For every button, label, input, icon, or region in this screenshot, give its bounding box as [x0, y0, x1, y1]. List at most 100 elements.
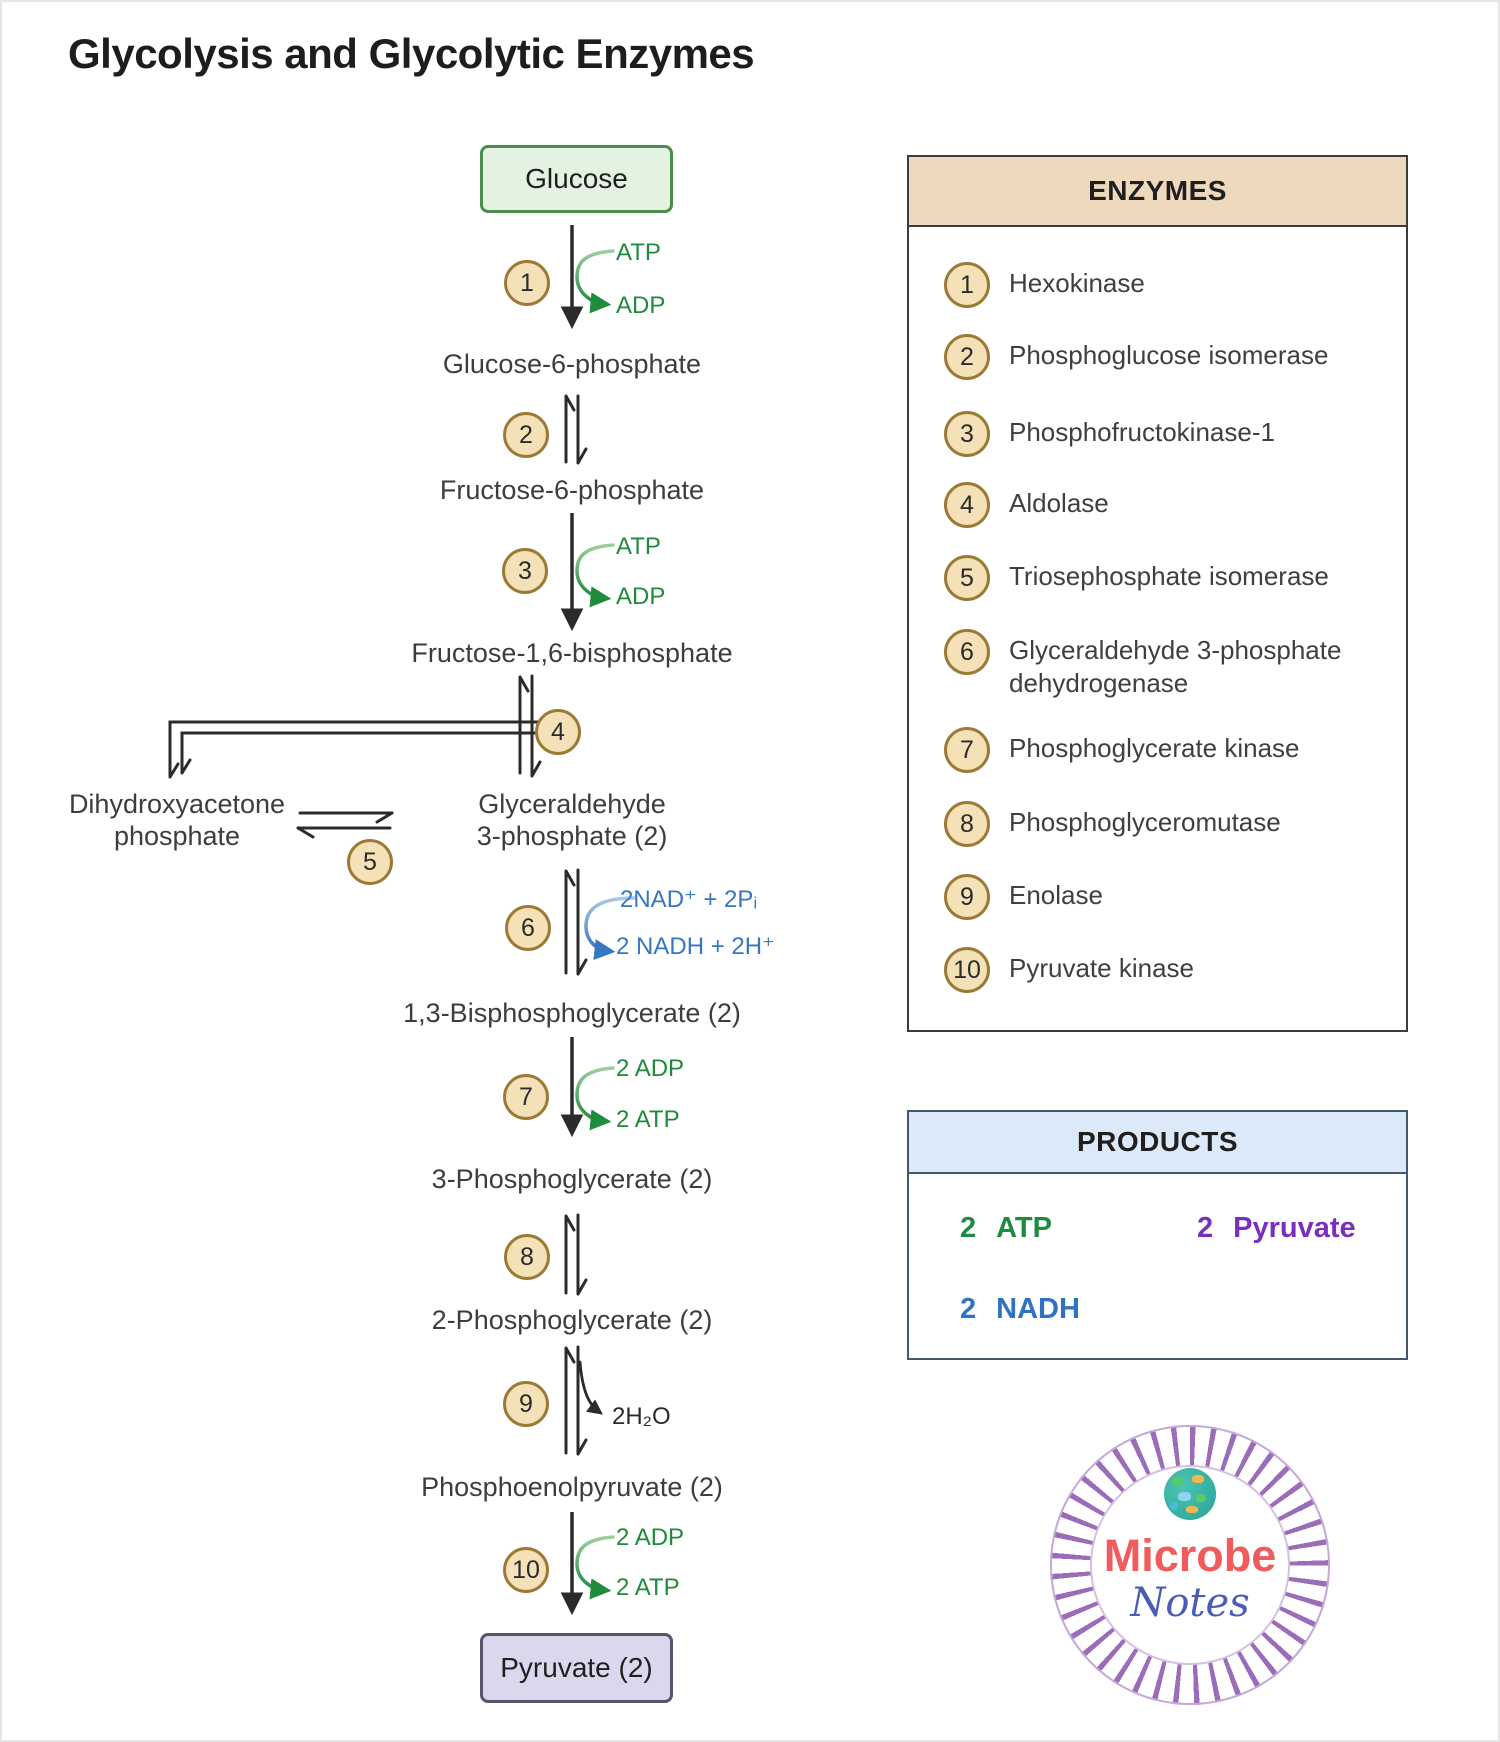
enzyme-item-2: 2 Phosphoglucose isomerase: [944, 334, 1384, 380]
metabolite-3pg: 3-Phosphoglycerate (2): [431, 1164, 713, 1194]
product-atp: 2 ATP: [960, 1212, 1052, 1245]
cofactor-step7-out: 2 ATP: [616, 1106, 680, 1133]
cofactor-step7-in: 2 ADP: [616, 1055, 685, 1082]
cofactor-arrow-step9: [578, 1360, 603, 1415]
cofactor-step10-in: 2 ADP: [616, 1524, 685, 1551]
cofactor-step6-out: 2 NADH + 2H⁺: [616, 933, 775, 960]
product-atp-qty: 2: [960, 1212, 977, 1244]
cofactor-arrow-step7: [575, 1066, 615, 1131]
enzyme-name-4: Aldolase: [1009, 488, 1109, 518]
reversible-arrow-step9: [564, 1345, 588, 1456]
cofactor-step3-out: ADP: [616, 583, 666, 610]
microbe-dot-icon: [1178, 1492, 1191, 1501]
glucose-node: Glucose: [480, 145, 673, 213]
step-circle-8: 8: [504, 1234, 550, 1280]
microbe-dot-icon: [1170, 1502, 1178, 1510]
enzyme-num-6: 6: [944, 629, 990, 675]
enzyme-name-9: Enolase: [1009, 880, 1103, 910]
product-nadh: 2 NADH: [960, 1293, 1080, 1326]
cofactor-arrow-step3: [575, 543, 615, 608]
cofactor-arrow-step10: [575, 1535, 615, 1600]
enzyme-name-10: Pyruvate kinase: [1009, 953, 1194, 983]
step-circle-9: 9: [503, 1381, 549, 1427]
cofactor-step9-out: 2H₂O: [612, 1403, 671, 1430]
enzyme-name-1: Hexokinase: [1009, 268, 1145, 298]
product-pyruvate-name: Pyruvate: [1233, 1212, 1356, 1244]
reversible-arrow-step8: [564, 1213, 588, 1296]
enzyme-num-4: 4: [944, 482, 990, 528]
enzyme-name-7: Phosphoglycerate kinase: [1009, 733, 1300, 763]
step-circle-7: 7: [503, 1074, 549, 1120]
metabolite-g3p-line1: Glyceraldehyde: [478, 789, 666, 819]
enzyme-num-2: 2: [944, 334, 990, 380]
step-circle-1: 1: [504, 260, 550, 306]
step-circle-4: 4: [535, 709, 581, 755]
pyruvate-node: Pyruvate (2): [480, 1633, 673, 1703]
step-circle-5: 5: [347, 839, 393, 885]
cofactor-step3-in: ATP: [616, 533, 661, 560]
cofactor-arrow-step6: [584, 896, 636, 961]
enzyme-item-3: 3 Phosphofructokinase-1: [944, 411, 1384, 457]
enzyme-num-1: 1: [944, 262, 990, 308]
products-panel-header: PRODUCTS: [909, 1112, 1406, 1174]
enzyme-name-8: Phosphoglyceromutase: [1009, 807, 1281, 837]
microbe-dot-icon: [1186, 1506, 1198, 1513]
product-nadh-name: NADH: [996, 1293, 1080, 1325]
enzyme-item-5: 5 Triosephosphate isomerase: [944, 555, 1384, 601]
product-nadh-qty: 2: [960, 1293, 977, 1325]
reversible-arrow-step2: [564, 394, 588, 465]
enzyme-item-8: 8 Phosphoglyceromutase: [944, 801, 1384, 847]
metabolite-dhap-line1: Dihydroxyacetone: [68, 789, 286, 819]
enzyme-num-3: 3: [944, 411, 990, 457]
step-circle-10: 10: [503, 1547, 549, 1593]
cofactor-arrow-step1: [575, 249, 615, 314]
enzyme-name-3: Phosphofructokinase-1: [1009, 417, 1275, 447]
metabolite-g3p-line2: 3-phosphate (2): [476, 821, 668, 851]
metabolite-f6p: Fructose-6-phosphate: [439, 475, 705, 505]
enzyme-num-9: 9: [944, 874, 990, 920]
metabolite-13bpg: 1,3-Bisphosphoglycerate (2): [403, 998, 741, 1028]
products-panel: PRODUCTS 2 ATP 2 Pyruvate 2 NADH: [907, 1110, 1408, 1360]
logo-text-notes: Notes: [1130, 1580, 1250, 1626]
enzyme-item-1: 1 Hexokinase: [944, 262, 1384, 308]
cofactor-step1-out: ADP: [616, 292, 666, 319]
enzyme-num-10: 10: [944, 947, 990, 993]
step-circle-6: 6: [505, 905, 551, 951]
enzyme-name-2: Phosphoglucose isomerase: [1009, 340, 1329, 370]
product-atp-name: ATP: [996, 1212, 1052, 1244]
enzyme-num-8: 8: [944, 801, 990, 847]
product-pyruvate: 2 Pyruvate: [1197, 1212, 1356, 1245]
product-pyruvate-qty: 2: [1197, 1212, 1214, 1244]
microbe-dot-icon: [1196, 1494, 1206, 1502]
metabolite-g6p: Glucose-6-phosphate: [442, 349, 702, 379]
reversible-arrow-step6: [564, 868, 588, 976]
microbe-dot-icon: [1192, 1475, 1204, 1483]
cofactor-step10-out: 2 ATP: [616, 1574, 680, 1601]
metabolite-dhap-line2: phosphate: [113, 821, 241, 851]
enzymes-panel: ENZYMES 1 Hexokinase 2 Phosphoglucose is…: [907, 155, 1408, 1032]
enzyme-name-6: Glyceraldehyde 3-phosphate dehydrogenase: [1009, 635, 1342, 698]
metabolite-pep: Phosphoenolpyruvate (2): [421, 1472, 723, 1502]
enzyme-item-7: 7 Phosphoglycerate kinase: [944, 727, 1384, 773]
step-circle-3: 3: [502, 548, 548, 594]
reversible-arrow-step4: [168, 674, 542, 779]
enzyme-item-10: 10 Pyruvate kinase: [944, 947, 1384, 993]
enzyme-item-4: 4 Aldolase: [944, 482, 1384, 528]
cofactor-step6-in: 2NAD⁺ + 2Pᵢ: [620, 886, 758, 913]
enzyme-name-5: Triosephosphate isomerase: [1009, 561, 1329, 591]
enzyme-num-7: 7: [944, 727, 990, 773]
microbe-dot-icon: [1172, 1478, 1183, 1485]
page-title: Glycolysis and Glycolytic Enzymes: [68, 30, 755, 77]
reversible-arrow-step5: [296, 811, 394, 839]
metabolite-f16bp: Fructose-1,6-bisphosphate: [411, 638, 733, 668]
enzyme-item-9: 9 Enolase: [944, 874, 1384, 920]
enzyme-num-5: 5: [944, 555, 990, 601]
logo-text-microbe: Microbe: [1103, 1530, 1277, 1581]
cofactor-step1-in: ATP: [616, 239, 661, 266]
step-circle-2: 2: [503, 412, 549, 458]
enzymes-panel-header: ENZYMES: [909, 157, 1406, 227]
metabolite-2pg: 2-Phosphoglycerate (2): [431, 1305, 713, 1335]
enzyme-item-6: 6 Glyceraldehyde 3-phosphate dehydrogena…: [944, 629, 1384, 700]
